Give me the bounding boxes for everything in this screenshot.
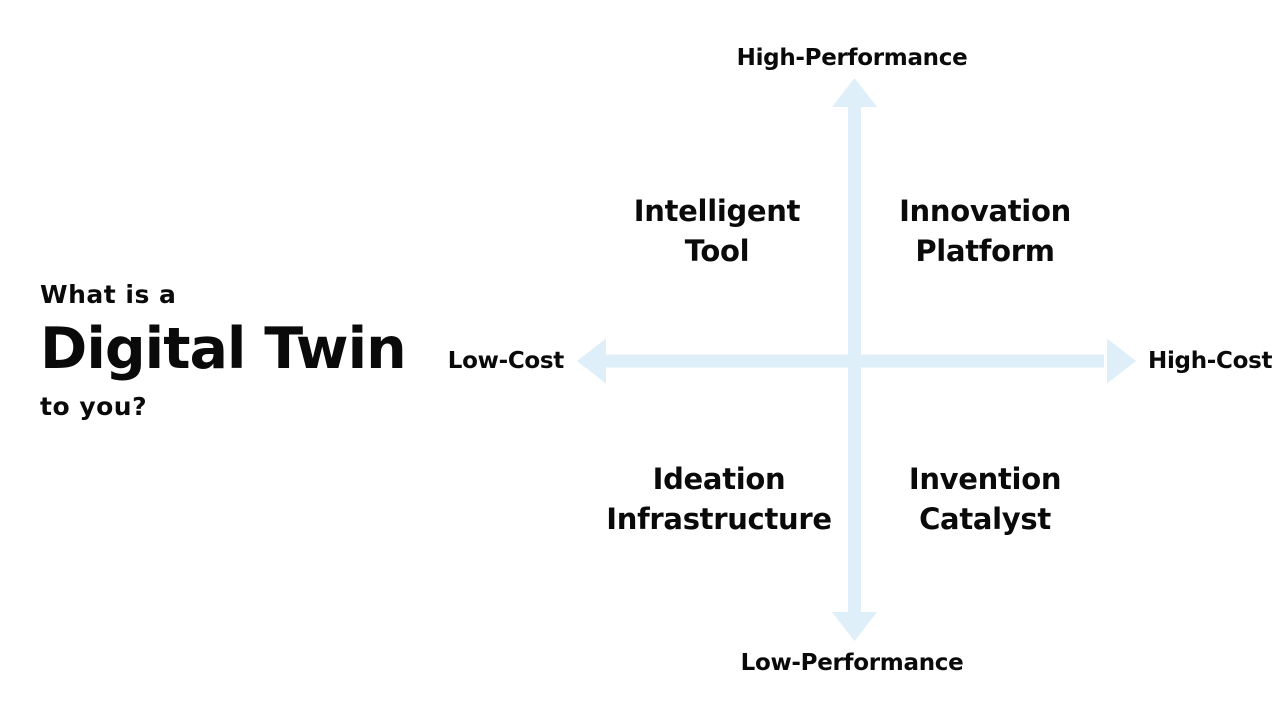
quadrant-label-line: Innovation <box>899 194 1071 228</box>
axis-label-high-cost: High-Cost <box>1148 348 1273 374</box>
quadrant-label-innovation-platform: Innovation Platform <box>899 191 1071 271</box>
headline-main: Digital Twin <box>40 316 407 382</box>
axis-label-low-cost: Low-Cost <box>447 348 565 374</box>
arrow-down-icon <box>832 612 877 641</box>
quadrant-label-line: Platform <box>915 234 1055 268</box>
quadrant-label-line: Intelligent <box>633 194 801 228</box>
quadrant-label-line: Ideation <box>652 462 786 496</box>
quadrant-label-line: Catalyst <box>919 502 1051 536</box>
arrow-left-icon <box>577 338 606 384</box>
quadrant-label-ideation-infrastructure: Ideation Infrastructure <box>606 459 832 539</box>
axis-label-low-performance: Low-Performance <box>740 650 964 676</box>
vertical-axis-line <box>848 104 861 614</box>
axis-label-high-performance: High-Performance <box>736 45 968 71</box>
horizontal-axis-line <box>604 354 1104 368</box>
quadrant-label-line: Invention <box>908 462 1062 496</box>
quadrant-label-line: Tool <box>684 234 750 268</box>
headline-line-bottom: to you? <box>40 392 148 421</box>
arrow-up-icon <box>832 78 877 107</box>
axis-arrows <box>577 78 1136 641</box>
quadrant-label-intelligent-tool: Intelligent Tool <box>633 191 801 271</box>
headline: What is a Digital Twin to you? <box>40 280 407 421</box>
quadrant-label-invention-catalyst: Invention Catalyst <box>908 459 1062 539</box>
quadrant-label-line: Infrastructure <box>606 502 832 536</box>
headline-line-top: What is a <box>40 280 177 309</box>
arrow-right-icon <box>1107 338 1136 384</box>
